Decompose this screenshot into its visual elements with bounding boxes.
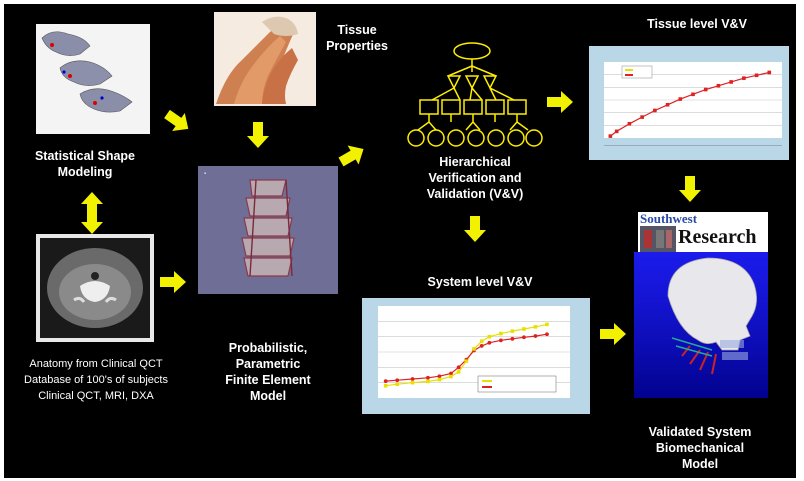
data-point	[437, 377, 442, 382]
data-point	[533, 325, 538, 329]
svg-text:▪: ▪	[204, 171, 206, 177]
data-point	[522, 327, 526, 331]
fe-model-panel: ▪	[198, 166, 338, 294]
data-point	[395, 382, 399, 386]
data-point	[653, 108, 657, 113]
tissue-legend	[621, 65, 653, 79]
data-point	[487, 340, 492, 345]
data-point	[410, 380, 415, 385]
data-point	[608, 134, 613, 138]
label-anatomy: Anatomy from Clinical QCT Database of 10…	[24, 358, 168, 402]
data-point	[426, 375, 430, 380]
data-point	[545, 322, 549, 327]
data-point	[499, 331, 503, 336]
tissue-series	[608, 70, 772, 138]
validated-model-image	[634, 252, 768, 398]
data-point	[545, 332, 549, 337]
label-tissue-level-vv: Tissue level V&V	[647, 17, 747, 31]
series-line	[610, 71, 770, 137]
label-system-level-vv: System level V&V	[427, 275, 533, 289]
hierarchy-tree	[407, 42, 543, 147]
data-point	[395, 378, 400, 383]
data-point	[678, 97, 683, 101]
data-point	[665, 102, 670, 107]
series-line	[385, 333, 548, 382]
data-point	[456, 365, 461, 370]
label-validated-system: Validated System Biomechanical Model	[648, 425, 752, 471]
label-statistical-shape: Statistical Shape Modeling	[34, 149, 136, 179]
flow-arrows	[81, 91, 701, 345]
data-point	[449, 371, 453, 376]
arrow-double-vertical	[81, 192, 103, 234]
data-point	[510, 329, 515, 333]
data-point	[533, 334, 538, 338]
data-point	[383, 379, 388, 384]
swri-logo	[638, 212, 768, 254]
tissue-level-chart	[589, 46, 789, 160]
logo-southwest: Southwest	[640, 211, 698, 226]
data-point	[742, 76, 746, 80]
data-point	[767, 70, 772, 75]
system-level-chart	[362, 298, 590, 414]
data-point	[472, 347, 476, 351]
data-point	[627, 121, 632, 126]
data-point	[614, 129, 619, 134]
data-point	[479, 339, 484, 344]
label-probabilistic-fe: Probabilistic, Parametric Finite Element…	[225, 341, 311, 403]
data-point	[426, 379, 430, 384]
data-point	[522, 335, 526, 340]
data-point	[437, 374, 442, 379]
label-tissue-properties: Tissue Properties	[326, 23, 388, 53]
system-series	[383, 322, 549, 388]
data-point	[754, 73, 759, 78]
data-point	[487, 334, 492, 339]
logo-research: Research	[678, 226, 757, 248]
data-point	[383, 383, 388, 388]
data-point	[640, 115, 644, 119]
tissue-muscle-image	[214, 12, 316, 106]
data-point	[464, 359, 469, 363]
data-point	[510, 336, 515, 341]
data-point	[498, 338, 503, 343]
statistical-shape-image	[36, 24, 150, 134]
label-hierarchical-vv: Hierarchical Verification and Validation…	[426, 155, 524, 201]
data-point	[691, 92, 695, 97]
system-legend	[477, 375, 557, 393]
data-point	[449, 374, 453, 379]
data-point	[456, 370, 461, 374]
data-point	[729, 80, 733, 84]
data-point	[703, 87, 708, 92]
data-point	[716, 83, 721, 88]
data-point	[479, 343, 484, 348]
data-point	[410, 377, 415, 381]
ct-scan-image	[36, 234, 154, 342]
